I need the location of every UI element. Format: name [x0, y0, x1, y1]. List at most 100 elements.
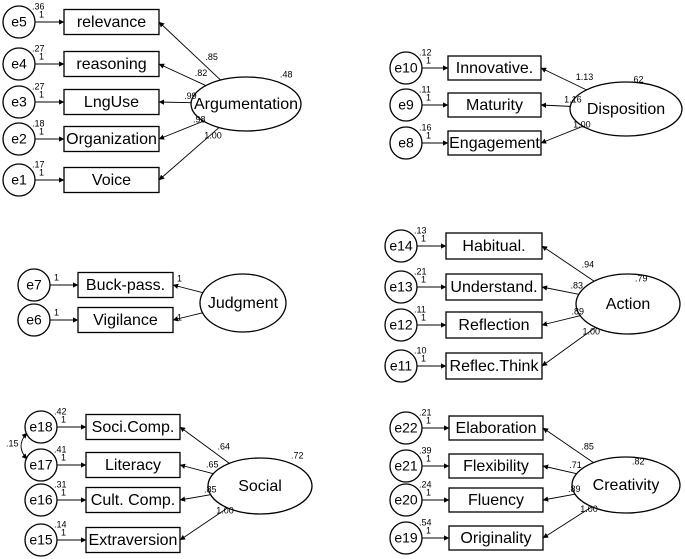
indicator-box: [447, 130, 542, 156]
fixed-weight: 1: [421, 233, 426, 243]
latent-variance: .72: [291, 450, 304, 460]
latent-judgment: Judgment: [199, 273, 287, 333]
loading-path: [172, 283, 203, 294]
latent-creativity: Creativity: [571, 456, 681, 514]
latent-variance: .79: [635, 273, 648, 283]
loading-path: [179, 426, 230, 464]
loading-value: 1.00: [580, 504, 598, 514]
indicator-box: [77, 306, 174, 334]
fixed-weight: 1: [421, 353, 426, 363]
error-label: e12: [389, 317, 413, 333]
indicator-box: [63, 8, 160, 36]
indicator-label: Literacy: [105, 457, 161, 474]
loading-value: .85: [581, 441, 594, 451]
loading-path: [540, 67, 587, 91]
error-label: e3: [11, 94, 27, 110]
loading-value: 1: [177, 273, 182, 283]
loading-value: .71: [569, 460, 582, 470]
indicator-innovative: Innovative.: [447, 55, 542, 81]
error-e21: e21: [389, 449, 423, 483]
error-variance: .11: [414, 304, 426, 314]
indicator-label: Vigilance: [93, 312, 158, 329]
error-e1: e1: [2, 163, 36, 197]
indicator-box: [63, 88, 160, 116]
latent-action: Action: [575, 273, 681, 335]
loading-path: [541, 315, 581, 327]
fixed-weight: 1: [426, 487, 431, 497]
indicator-reasoning: reasoning: [63, 50, 160, 78]
indicator-engagement: Engagement: [447, 130, 542, 156]
indicator-organization: Organization: [63, 125, 160, 153]
indicator-label: Maturity: [466, 97, 523, 114]
indicator-box: [447, 92, 542, 118]
error-label: e17: [29, 457, 53, 473]
latent-ellipse: [569, 81, 683, 137]
error-e22: e22: [389, 411, 423, 445]
error-variance: .27: [32, 43, 45, 53]
error-e6: e6: [17, 303, 51, 337]
indicator-label: Elaboration: [456, 420, 537, 437]
latent-ellipse: [207, 457, 313, 515]
error-label: e2: [11, 131, 27, 147]
error-variance: .18: [32, 118, 45, 128]
loading-path: [542, 427, 594, 464]
latent-social: Social: [207, 457, 313, 515]
error-variance: .41: [54, 444, 67, 454]
loading-path: [179, 463, 214, 475]
error-e7: e7: [17, 268, 51, 302]
latent-label: Argumentation: [194, 96, 298, 113]
error-variance: .17: [32, 159, 45, 169]
loading-path: [542, 506, 593, 539]
latent-ellipse: [190, 76, 302, 132]
error-variance: .13: [414, 225, 427, 235]
indicator-vigilance: Vigilance: [77, 306, 174, 334]
indicator-box: [85, 413, 181, 441]
indicator-habitual: Habitual.: [445, 232, 543, 260]
latent-variance: .62: [631, 74, 644, 84]
indicator-box: [63, 50, 160, 78]
indicator-label: Flexibility: [463, 458, 529, 475]
loading-value: 1.00: [204, 131, 222, 141]
error-e3: e3: [2, 85, 36, 119]
fixed-weight: 1: [421, 312, 426, 322]
indicator-flexibility: Flexibility: [448, 453, 544, 479]
loading-path: [542, 464, 577, 475]
latent-argumentation: Argumentation: [190, 76, 302, 132]
fixed-weight: 1: [39, 167, 44, 177]
error-label: e10: [394, 60, 418, 76]
loading-value: .89: [568, 484, 581, 494]
error-label: e6: [26, 312, 42, 328]
error-e10: e10: [389, 51, 423, 85]
loading-value: 1.00: [216, 505, 234, 515]
error-e18: e18: [24, 410, 58, 444]
fixed-weight: 1: [61, 414, 66, 424]
latent-ellipse: [571, 456, 681, 514]
loading-value: .98: [193, 114, 206, 124]
indicator-label: Habitual.: [462, 238, 525, 255]
loading-value: 1.16: [564, 94, 582, 104]
fixed-weight: 1: [426, 130, 431, 140]
error-variance: .42: [54, 406, 67, 416]
latent-ellipse: [199, 273, 287, 333]
indicator-label: LngUse: [84, 94, 139, 111]
indicator-label: Engagement: [449, 135, 540, 152]
indicator-label: relevance: [77, 14, 146, 31]
error-variance: .10: [414, 345, 427, 355]
indicator-label: Fluency: [468, 492, 524, 509]
indicator-understand: Understand.: [445, 273, 543, 301]
indicator-voice: Voice: [63, 166, 160, 194]
error-e14: e14: [384, 229, 418, 263]
loading-path: [541, 285, 579, 295]
loading-path: [158, 63, 207, 86]
fixed-weight: 1: [421, 274, 426, 284]
indicator-box: [85, 451, 181, 479]
error-e8: e8: [389, 126, 423, 160]
indicator-box: [445, 311, 543, 339]
error-variance: .14: [54, 519, 67, 529]
error-variance: .27: [32, 81, 45, 91]
error-e11: e11: [384, 349, 418, 383]
latent-ellipse: [575, 273, 681, 335]
indicator-fluency: Fluency: [448, 487, 544, 513]
